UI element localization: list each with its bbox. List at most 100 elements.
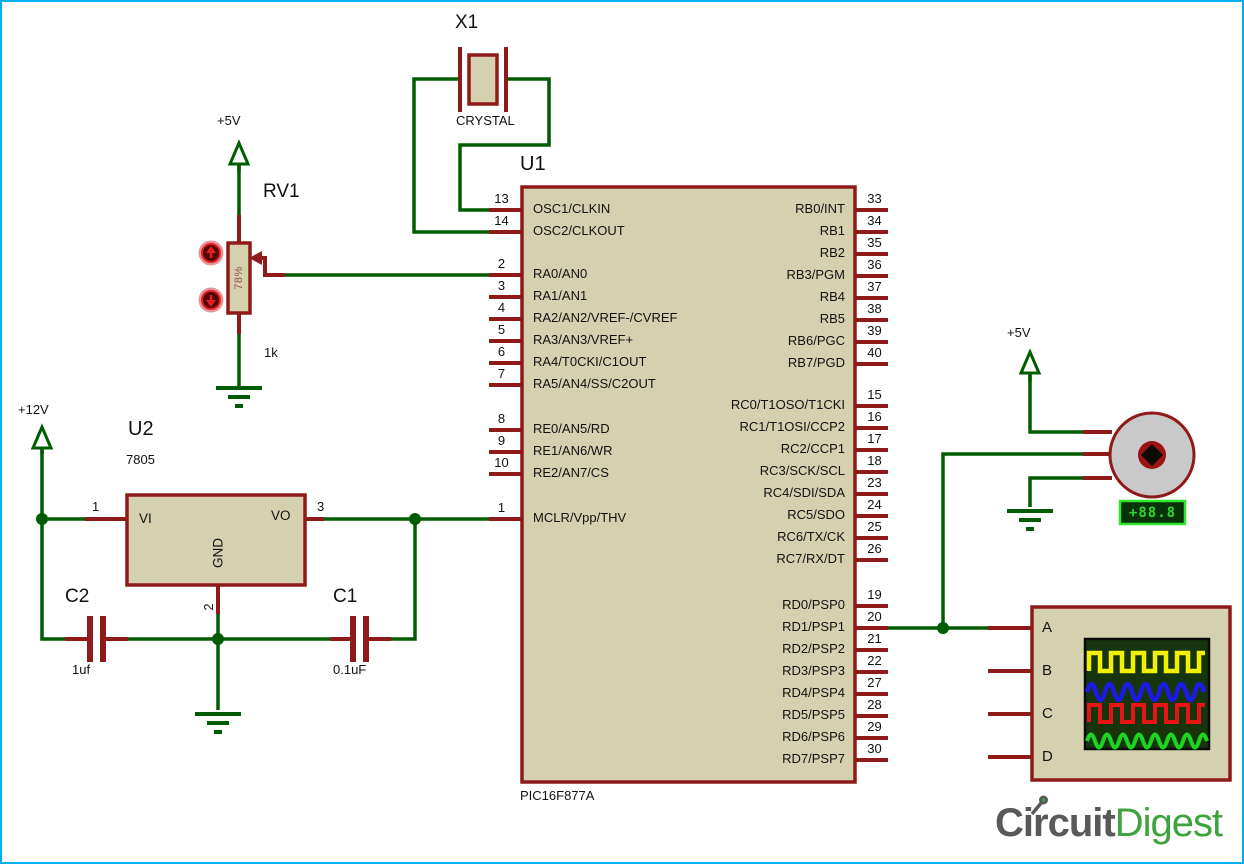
pin-number-33: 33 <box>867 191 882 206</box>
pin-stub-21 <box>855 648 888 652</box>
pin-label-2: RA0/AN0 <box>533 266 588 281</box>
motor-shaft <box>1141 444 1163 466</box>
pin-label-38: RB5 <box>819 311 845 326</box>
pin-label-5: RA3/AN3/VREF+ <box>533 332 634 347</box>
pot-decrease-button[interactable] <box>198 287 224 313</box>
pin-number-6: 6 <box>497 344 506 359</box>
pin-stub-29 <box>855 736 888 740</box>
pin-stub-6 <box>489 361 522 365</box>
pin-stub-28 <box>855 714 888 718</box>
pin-label-28: RD5/PSP5 <box>782 707 845 722</box>
pin-stub-15 <box>855 404 888 408</box>
ground-symbol-motor <box>1007 509 1053 531</box>
power-5v-label-motor: +5V <box>1007 325 1031 340</box>
pin-number-3: 3 <box>497 278 506 293</box>
pin-label-20: RD1/PSP1 <box>782 619 845 634</box>
pin-number-8: 8 <box>497 411 506 426</box>
regulator-pin2-number: 2 <box>202 603 216 611</box>
pin-stub-19 <box>855 604 888 608</box>
pin-number-36: 36 <box>867 257 882 272</box>
logo-pin-icon <box>1030 795 1048 816</box>
pin-number-7: 7 <box>497 366 506 381</box>
pin-number-13: 13 <box>494 191 509 206</box>
mcu-ref: U1 <box>520 153 546 175</box>
pin-number-10: 10 <box>494 455 509 470</box>
capacitor-c2 <box>87 616 106 662</box>
capacitor-c2-value: 1uf <box>72 662 91 677</box>
capacitor-c2-ref: C2 <box>65 586 90 607</box>
pot-wiper-arrowhead <box>249 251 262 265</box>
power-12v-label: +12V <box>18 402 49 417</box>
pin-stub-20 <box>855 626 888 630</box>
pin-label-16: RC1/T1OSI/CCP2 <box>739 419 845 434</box>
pin-label-9: RE1/AN6/WR <box>533 443 613 458</box>
pin-number-23: 23 <box>867 475 882 490</box>
pin-stub-14 <box>489 230 522 234</box>
pin-number-37: 37 <box>867 279 882 294</box>
pin-label-21: RD2/PSP2 <box>782 641 845 656</box>
pin-number-5: 5 <box>497 322 506 337</box>
pin-label-23: RC4/SDI/SDA <box>763 485 845 500</box>
pin-stub-23 <box>855 492 888 496</box>
pin-stub-38 <box>855 318 888 322</box>
capacitor-c1-value: 0.1uF <box>333 662 367 677</box>
wire-12v-rail <box>40 432 65 641</box>
power-5v-label-pot: +5V <box>217 113 241 128</box>
power-5v-symbol-pot <box>227 139 251 172</box>
waveform-green-sine <box>1085 732 1209 750</box>
pot-value: 1k <box>264 345 278 360</box>
pin-number-9: 9 <box>497 433 506 448</box>
pot-increase-button[interactable] <box>198 240 224 266</box>
crystal-ref: X1 <box>455 12 479 33</box>
pin-label-1: MCLR/Vpp/THV <box>533 510 627 525</box>
capacitor-c1-ref: C1 <box>333 586 358 607</box>
pin-label-40: RB7/PGD <box>787 355 845 370</box>
pin-number-2: 2 <box>497 256 506 271</box>
pin-stub-5 <box>489 339 522 343</box>
pin-stub-40 <box>855 362 888 366</box>
pot-ref: RV1 <box>263 181 300 202</box>
pin-stub-35 <box>855 252 888 256</box>
pin-stub-17 <box>855 448 888 452</box>
mcu-part-number: PIC16F877A <box>520 788 595 803</box>
pin-number-19: 19 <box>867 587 882 602</box>
pin-stub-22 <box>855 670 888 674</box>
pin-label-15: RC0/T1OSO/T1CKI <box>730 397 845 412</box>
pin-label-13: OSC1/CLKIN <box>533 201 611 216</box>
power-5v-symbol-motor <box>1018 348 1042 382</box>
crystal-component <box>458 47 508 112</box>
power-12v-symbol <box>30 423 54 454</box>
pin-label-8: RE0/AN5/RD <box>533 421 610 436</box>
pin-label-19: RD0/PSP0 <box>782 597 845 612</box>
pin-label-3: RA1/AN1 <box>533 288 588 303</box>
pot-position-value: 78% <box>233 266 245 290</box>
pin-stub-9 <box>489 450 522 454</box>
regulator-part: 7805 <box>126 452 155 467</box>
capacitor-c1 <box>350 616 369 662</box>
regulator-pin3-number: 3 <box>317 499 325 514</box>
pin-number-14: 14 <box>494 213 509 228</box>
pin-stub-37 <box>855 296 888 300</box>
logo-text-circuit: Circuit <box>995 801 1116 845</box>
pin-label-7: RA5/AN4/SS/C2OUT <box>533 376 656 391</box>
regulator-vi-label: VI <box>139 511 152 526</box>
wire-c1-to-vo <box>391 519 417 641</box>
regulator-gnd-label: GND <box>210 538 226 568</box>
motor-rpm-display <box>1118 499 1187 526</box>
pin-number-24: 24 <box>867 497 882 512</box>
pin-number-18: 18 <box>867 453 882 468</box>
pin-number-22: 22 <box>867 653 882 668</box>
pin-stub-4 <box>489 317 522 321</box>
pin-number-25: 25 <box>867 519 882 534</box>
pin-label-26: RC7/RX/DT <box>776 551 845 566</box>
pin-label-35: RB2 <box>819 245 845 260</box>
pin-label-24: RC5/SDO <box>787 507 845 522</box>
waveform-red-square <box>1087 703 1205 724</box>
pin-number-20: 20 <box>867 609 882 624</box>
waveform-yellow-square <box>1086 650 1205 674</box>
pin-stub-36 <box>855 274 888 278</box>
scope-input-a: A <box>1042 619 1053 636</box>
wire-crystal-left <box>412 77 489 234</box>
mcu-body <box>520 185 857 784</box>
junction-gnd <box>212 633 224 645</box>
